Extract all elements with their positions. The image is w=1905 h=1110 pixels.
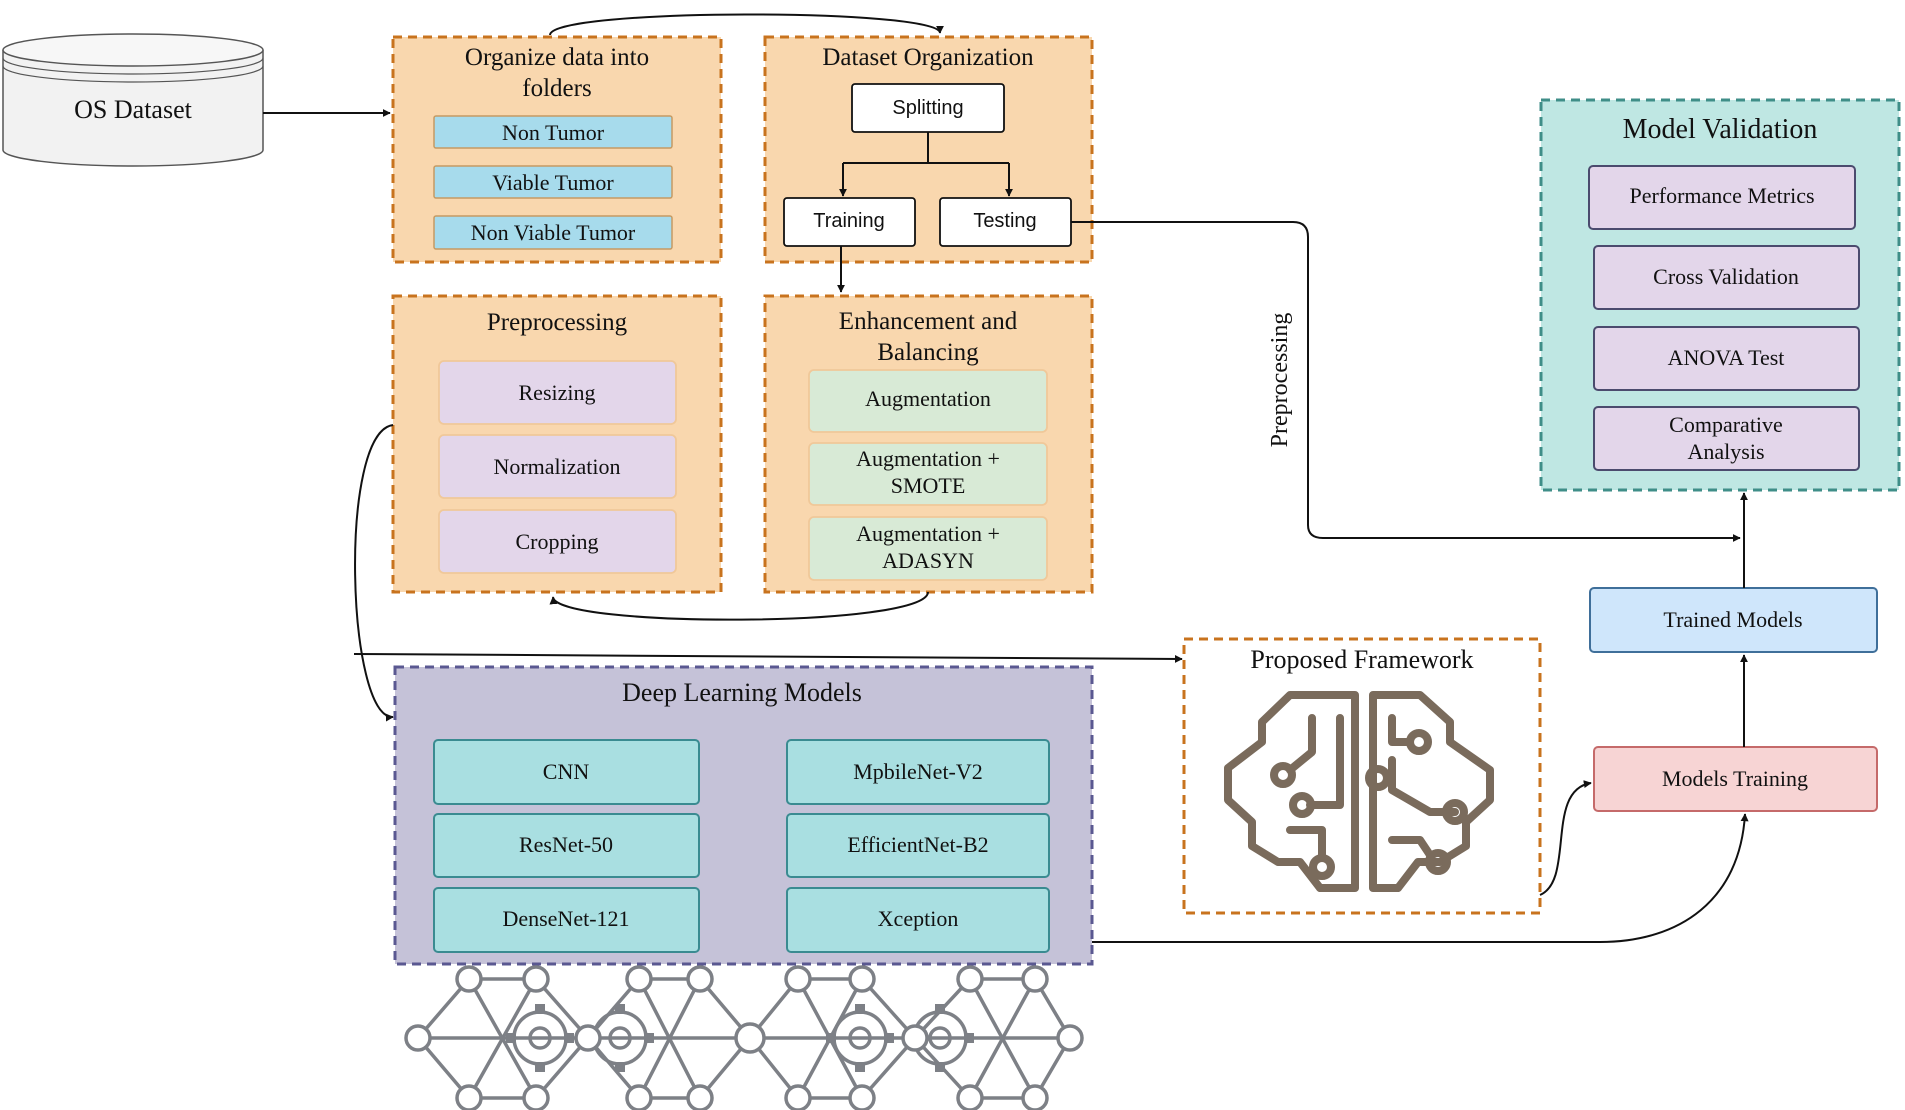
- testing-node: Testing: [973, 210, 1036, 232]
- validation-comparative-line1: Comparative: [1669, 412, 1783, 437]
- model-resnet-50: ResNet-50: [519, 832, 613, 857]
- validation-performance-metrics: Performance Metrics: [1629, 183, 1814, 208]
- augmentation-adasyn-line2: ADASYN: [882, 548, 974, 573]
- model-xception: Xception: [878, 906, 959, 931]
- organize-title-line2: folders: [522, 75, 591, 102]
- folder-viable-tumor: Viable Tumor: [492, 170, 614, 195]
- model-efficientnet-b2: EfficientNet-B2: [847, 832, 988, 857]
- models-training-label: Models Training: [1662, 766, 1808, 791]
- step-cropping: Cropping: [515, 529, 598, 554]
- trained-models-node: Trained Models: [1589, 587, 1878, 653]
- augmentation-smote-line2: SMOTE: [891, 473, 966, 498]
- deep-learning-title: Deep Learning Models: [622, 678, 862, 707]
- validation-cross-validation: Cross Validation: [1653, 264, 1799, 289]
- model-cnn: CNN: [543, 759, 590, 784]
- proposed-framework-box: Proposed Framework: [1182, 637, 1542, 915]
- split-tree-connector: [839, 132, 1013, 197]
- step-resizing: Resizing: [519, 380, 596, 405]
- training-node: Training: [813, 210, 885, 232]
- arrow-framework-to-training: [1539, 780, 1592, 896]
- arrow-preprocessing-to-deep-learning: [354, 424, 394, 722]
- dataset-organization-box: Dataset Organization Splitting Training …: [763, 35, 1094, 264]
- enhancement-title-line2: Balancing: [877, 339, 979, 366]
- deep-learning-models-box: Deep Learning Models CNN MpbileNet-V2 Re…: [393, 665, 1094, 966]
- augmentation-option: Augmentation: [865, 386, 991, 411]
- arrow-organize-to-dataset-org: [549, 13, 944, 36]
- model-validation-title: Model Validation: [1623, 114, 1818, 145]
- arrow-deep-learning-to-training: [1092, 813, 1749, 943]
- proposed-framework-title: Proposed Framework: [1250, 645, 1473, 674]
- augmentation-adasyn-line1: Augmentation +: [856, 521, 1000, 546]
- model-densenet-121: DenseNet-121: [502, 906, 629, 931]
- enhancement-title-line1: Enhancement and: [839, 308, 1018, 335]
- arrow-enhancement-to-preprocessing: [549, 591, 929, 621]
- models-training-node: Models Training: [1593, 746, 1878, 812]
- validation-anova-test: ANOVA Test: [1668, 345, 1785, 370]
- dataset-organization-title: Dataset Organization: [822, 44, 1034, 71]
- brain-circuit-icon: [1224, 691, 1494, 892]
- splitting-node: Splitting: [892, 97, 963, 119]
- validation-comparative-line2: Analysis: [1688, 439, 1765, 464]
- arrow-testing-to-validation: [1071, 221, 1741, 542]
- neural-network-gears-icon: [404, 965, 1084, 1110]
- folder-non-viable-tumor: Non Viable Tumor: [471, 220, 636, 245]
- step-normalization: Normalization: [493, 454, 620, 479]
- edge-label-preprocessing: Preprocessing: [1267, 313, 1293, 448]
- os-dataset-node: OS Dataset: [2, 33, 264, 167]
- model-mobilenet-v2: MpbileNet-V2: [853, 759, 983, 784]
- trained-models-label: Trained Models: [1663, 607, 1802, 632]
- enhancement-balancing-box: Enhancement and Balancing Augmentation A…: [763, 294, 1094, 594]
- os-dataset-label: OS Dataset: [74, 95, 192, 124]
- model-validation-box: Model Validation Performance Metrics Cro…: [1539, 98, 1901, 492]
- folder-non-tumor: Non Tumor: [502, 120, 605, 145]
- preprocessing-title: Preprocessing: [487, 309, 628, 336]
- organize-folders-box: Organize data into folders Non Tumor Via…: [391, 35, 723, 264]
- augmentation-smote-line1: Augmentation +: [856, 446, 1000, 471]
- arrow-preprocessing-to-framework: [353, 653, 1183, 663]
- organize-title-line1: Organize data into: [465, 44, 649, 71]
- preprocessing-box: Preprocessing Resizing Normalization Cro…: [391, 294, 723, 594]
